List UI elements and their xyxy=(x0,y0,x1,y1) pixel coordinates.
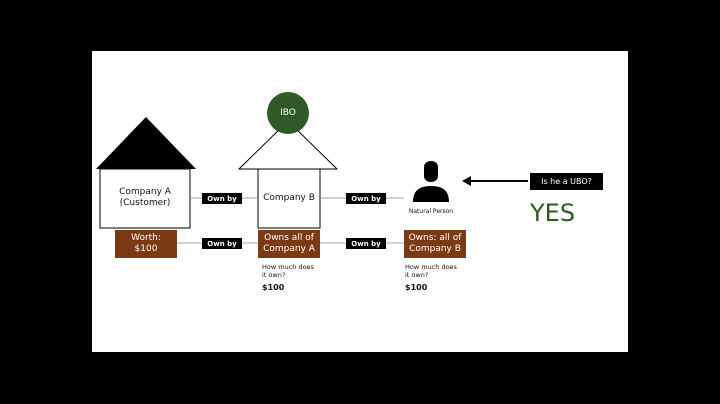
own-by-tag-a-b-bottom: Own by xyxy=(202,238,242,249)
company-b-amount: $100 xyxy=(262,283,285,292)
ubo-question-label: Is he a UBO? xyxy=(530,173,603,190)
ibo-label: IBO xyxy=(280,108,296,118)
person-question: How much does it own? xyxy=(405,263,457,279)
company-b-owns-label: Owns all of Company A xyxy=(263,233,315,254)
company-b-box xyxy=(257,168,321,229)
company-a-roof xyxy=(96,117,196,169)
own-by-tag-a-b-top: Own by xyxy=(202,193,242,204)
person-silhouette-icon xyxy=(413,161,449,202)
ubo-answer: YES xyxy=(530,199,576,227)
ubo-arrow-head xyxy=(462,176,471,186)
company-b-owns-box xyxy=(258,230,320,258)
natural-person-label: Natural Person xyxy=(408,208,454,215)
own-by-tag-b-p-top: Own by xyxy=(346,193,386,204)
own-by-tag-b-p-bottom: Own by xyxy=(346,238,386,249)
person-owns-label: Owns: all of Company B xyxy=(408,233,462,254)
person-amount: $100 xyxy=(405,283,428,292)
person-owns-box xyxy=(404,230,466,258)
company-a-worth-box xyxy=(115,230,177,258)
company-a-box xyxy=(99,168,191,229)
ibo-circle xyxy=(267,92,309,134)
company-a-label: Company A (Customer) xyxy=(119,187,171,208)
company-b-question: How much does it own? xyxy=(262,263,314,279)
company-b-label: Company B xyxy=(263,192,315,203)
company-a-worth-label: Worth: $100 xyxy=(131,233,161,254)
